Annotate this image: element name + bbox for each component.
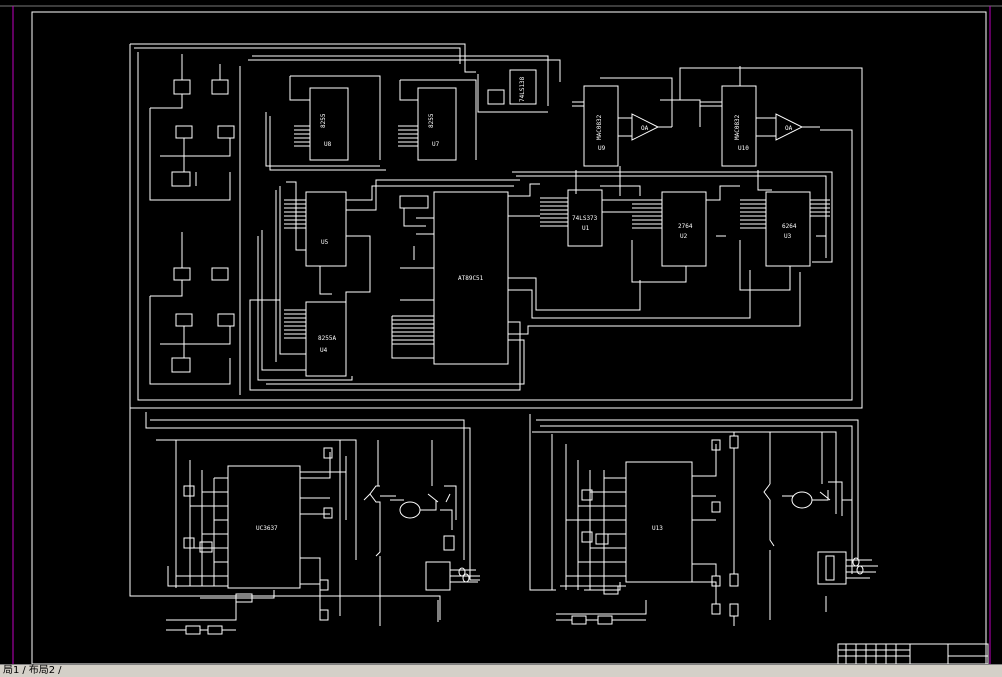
label-u10-ref: U10 [738, 145, 749, 152]
label-u4-part: 8255A [318, 335, 336, 342]
label-u9-part: MAC0832 [596, 114, 603, 140]
tab-layout1[interactable]: 局1 [3, 665, 20, 676]
label-u10-part: MAC0832 [734, 114, 741, 140]
label-opamp1: OA [641, 125, 649, 132]
wire-network [129, 43, 989, 665]
label-u9-ref: U9 [598, 145, 606, 152]
tab-separator: / [58, 665, 62, 676]
label-opamp2: OA [785, 125, 793, 132]
label-u8-part: 8255 [320, 113, 327, 128]
label-u5-ref: U5 [321, 239, 329, 246]
label-u3b-part: 6264 [782, 223, 797, 230]
label-u6-part: 74LS138 [519, 76, 526, 102]
label-u3a-ref: U2 [680, 233, 688, 240]
label-u8-ref: U8 [324, 141, 332, 148]
component-labels: 8255 U8 8255 U7 74LS138 MAC0832 U9 MAC08… [256, 76, 797, 532]
label-u3a-part: 2764 [678, 223, 693, 230]
label-u3b-ref: U3 [784, 233, 792, 240]
label-u7-part: 8255 [428, 113, 435, 128]
label-u2-part: 74LS373 [572, 215, 598, 222]
tab-separator: / [22, 665, 26, 676]
label-pwm2-ref: U13 [652, 525, 663, 532]
label-u4-ref: U4 [320, 347, 328, 354]
label-u7-ref: U7 [432, 141, 440, 148]
label-u2-ref: U1 [582, 225, 590, 232]
tab-layout2[interactable]: 布局2 [28, 665, 56, 676]
layout-tab-bar: 局1/布局2/ [0, 664, 1002, 677]
label-pwm1-part: UC3637 [256, 525, 278, 532]
label-u1-part: AT89C51 [458, 275, 484, 282]
